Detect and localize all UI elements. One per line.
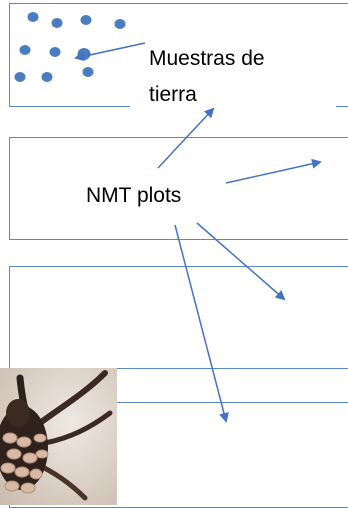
nmt-plots-label: NMT plots [86,184,182,207]
soil-samples-label-background [130,44,336,112]
soil-samples-label-line2: tierra [149,83,197,106]
mite-specimen-photo [0,368,117,505]
nmt-plot-box-2 [9,266,348,369]
soil-samples-label-line1: Muestras de [149,47,265,70]
